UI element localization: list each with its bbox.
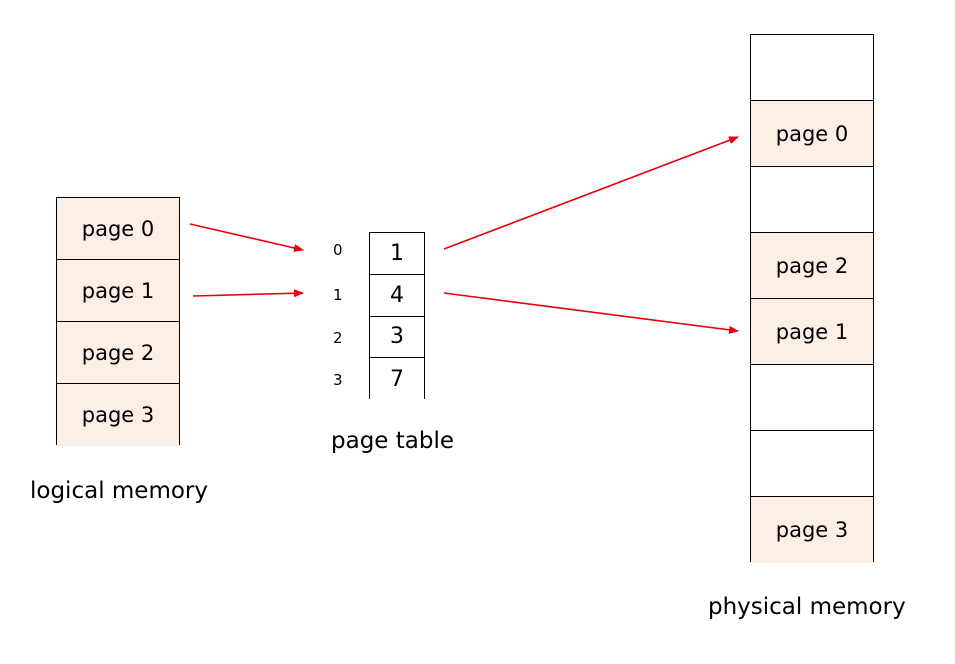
- page-table-entry-3: 7: [370, 358, 424, 400]
- logical-memory-label: logical memory: [30, 478, 208, 504]
- physical-memory-block: page 0 page 2 page 1 page 3: [750, 34, 874, 563]
- physical-memory-label: physical memory: [708, 594, 906, 620]
- logical-page-2: page 2: [57, 322, 179, 384]
- page-table-index-2: 2: [333, 329, 343, 347]
- logical-page-3: page 3: [57, 384, 179, 446]
- logical-memory-block: page 0 page 1 page 2 page 3: [56, 197, 180, 446]
- arrow-table-entry0-to-frame1: [443, 136, 739, 250]
- physical-frame-2: [751, 167, 873, 233]
- physical-frame-7: page 3: [751, 497, 873, 563]
- page-table-entry-1: 4: [370, 274, 424, 317]
- page-table-index-1: 1: [333, 286, 343, 304]
- physical-frame-4: page 1: [751, 299, 873, 365]
- page-table-entry-2: 3: [370, 316, 424, 359]
- physical-frame-6: [751, 431, 873, 497]
- physical-frame-3: page 2: [751, 233, 873, 299]
- logical-page-0: page 0: [57, 198, 179, 260]
- page-table-block: 1 4 3 7: [369, 232, 425, 400]
- page-table-index-3: 3: [333, 371, 343, 389]
- arrow-logical-page0-to-table: [189, 223, 304, 252]
- arrow-table-entry1-to-frame4: [443, 292, 739, 334]
- physical-frame-0: [751, 35, 873, 101]
- page-table-index-0: 0: [333, 241, 343, 259]
- physical-frame-5: [751, 365, 873, 431]
- page-table-label: page table: [331, 428, 455, 454]
- arrow-logical-page1-to-table: [192, 289, 304, 298]
- physical-frame-1: page 0: [751, 101, 873, 167]
- page-table-entry-0: 1: [370, 233, 424, 275]
- logical-page-1: page 1: [57, 260, 179, 322]
